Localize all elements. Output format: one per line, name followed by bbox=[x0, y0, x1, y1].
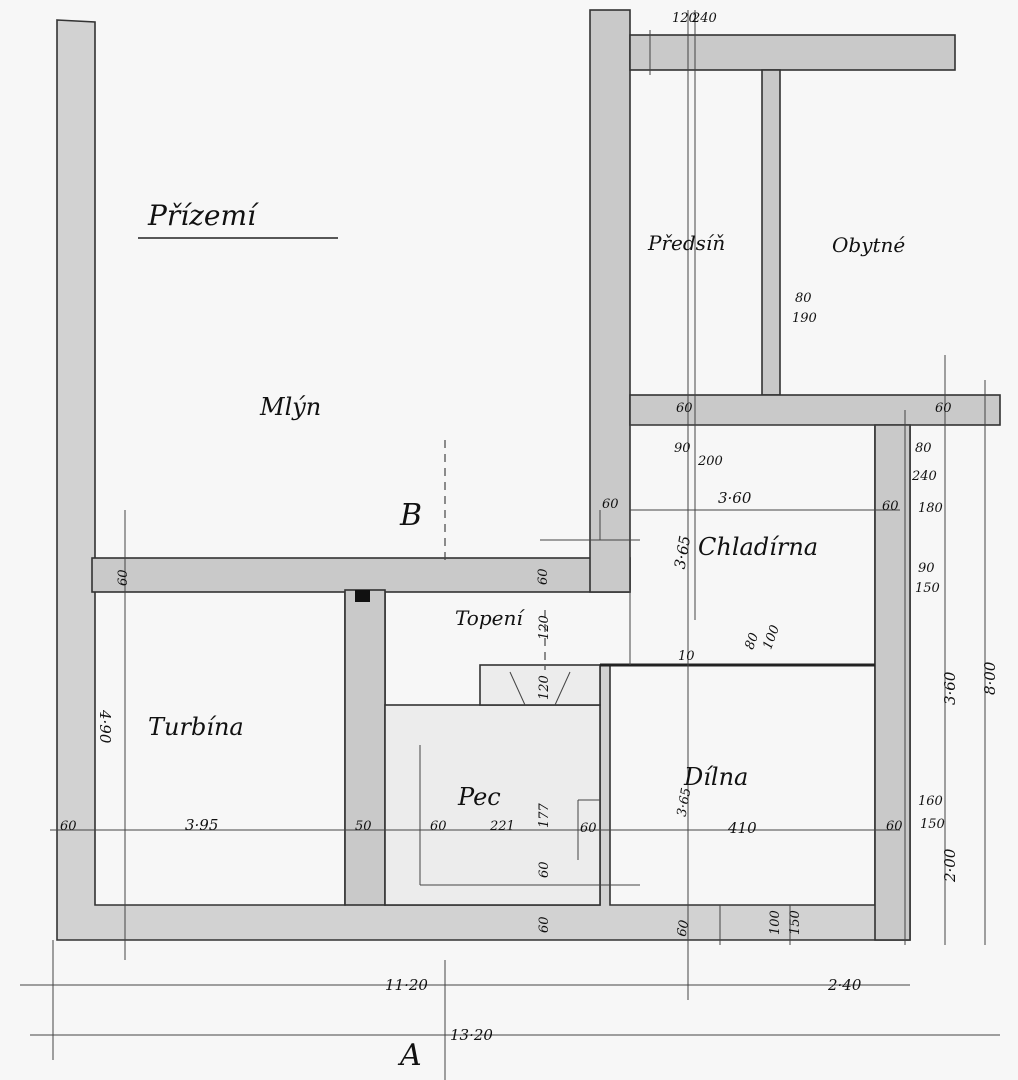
dim: 60 bbox=[886, 819, 903, 834]
dim: 3·60 bbox=[718, 489, 752, 507]
dim: 3·60 bbox=[941, 671, 959, 705]
right-wall bbox=[874, 424, 911, 941]
dimension-lines bbox=[20, 10, 1000, 1080]
dim: 120 bbox=[537, 675, 552, 700]
dim: 90 bbox=[918, 561, 935, 576]
room-label-cold-room: Chladírna bbox=[698, 533, 818, 561]
dim: 180 bbox=[918, 501, 943, 516]
dim: 150 bbox=[915, 581, 940, 596]
dim: 2·40 bbox=[827, 976, 862, 994]
room-label-turbine: Turbína bbox=[148, 713, 244, 741]
dim: 10 bbox=[678, 649, 695, 664]
dim: 60 bbox=[430, 819, 447, 834]
dim: 190 bbox=[792, 311, 817, 326]
dim: 60 bbox=[537, 861, 552, 878]
dim: 3·65 bbox=[671, 534, 695, 570]
dim: 60 bbox=[675, 919, 693, 938]
section-mark-b: B bbox=[399, 498, 422, 533]
dim: 3·65 bbox=[675, 787, 695, 818]
dim: 80 bbox=[742, 631, 762, 652]
hall-partition bbox=[761, 69, 781, 396]
dim: 80 bbox=[915, 441, 932, 456]
dim: 80 bbox=[795, 291, 812, 306]
dim: 2·00 bbox=[941, 848, 959, 883]
column bbox=[344, 589, 386, 906]
flue-mark bbox=[355, 590, 370, 602]
central-wall bbox=[589, 9, 631, 593]
dim: 60 bbox=[116, 569, 131, 586]
dim: 60 bbox=[882, 499, 899, 514]
plan-title: Přízemí bbox=[147, 199, 259, 232]
dim: 4·90 bbox=[96, 709, 114, 744]
room-label-mill: Mlýn bbox=[259, 393, 321, 421]
dim: 60 bbox=[602, 497, 619, 512]
oven-block bbox=[384, 704, 601, 906]
dim: 60 bbox=[935, 401, 952, 416]
dim: 60 bbox=[60, 819, 77, 834]
dimension-labels: 120 240 80 190 60 90 200 3·60 3·65 80 60… bbox=[60, 11, 999, 1044]
dim: 240 bbox=[911, 469, 937, 484]
dim: 120 bbox=[672, 11, 697, 26]
dim: 410 bbox=[727, 819, 757, 837]
chimney-flue bbox=[479, 664, 601, 706]
dim: 8·00 bbox=[981, 661, 999, 695]
walls bbox=[56, 9, 1001, 941]
section-mark-a: A bbox=[397, 1038, 422, 1073]
dim: 60 bbox=[536, 568, 551, 585]
dim: 100 bbox=[768, 910, 783, 935]
dim: 150 bbox=[788, 910, 803, 935]
dim: 100 bbox=[760, 623, 783, 651]
dim: 240 bbox=[691, 11, 717, 26]
dim: 3·95 bbox=[185, 816, 218, 834]
dim: 60 bbox=[580, 821, 597, 836]
room-label-heating: Topení bbox=[455, 606, 525, 630]
dim: 90 bbox=[674, 441, 691, 456]
dim: 120 bbox=[537, 615, 552, 640]
dim: 200 bbox=[697, 454, 723, 469]
room-label-oven: Pec bbox=[457, 783, 501, 811]
room-label-workshop: Dílna bbox=[683, 763, 748, 791]
room-label-hallway: Předsíň bbox=[647, 231, 725, 255]
dim: 11·20 bbox=[385, 976, 428, 994]
dim: 60 bbox=[676, 401, 693, 416]
dim: 50 bbox=[355, 819, 372, 834]
room-label-living: Obytné bbox=[832, 233, 905, 257]
top-wall bbox=[629, 34, 956, 71]
dim: 60 bbox=[537, 916, 552, 933]
dim: 150 bbox=[920, 817, 945, 832]
dim: 13·20 bbox=[450, 1026, 493, 1044]
dim: 177 bbox=[537, 802, 552, 828]
dim: 221 bbox=[489, 819, 515, 834]
dim: 160 bbox=[918, 794, 943, 809]
